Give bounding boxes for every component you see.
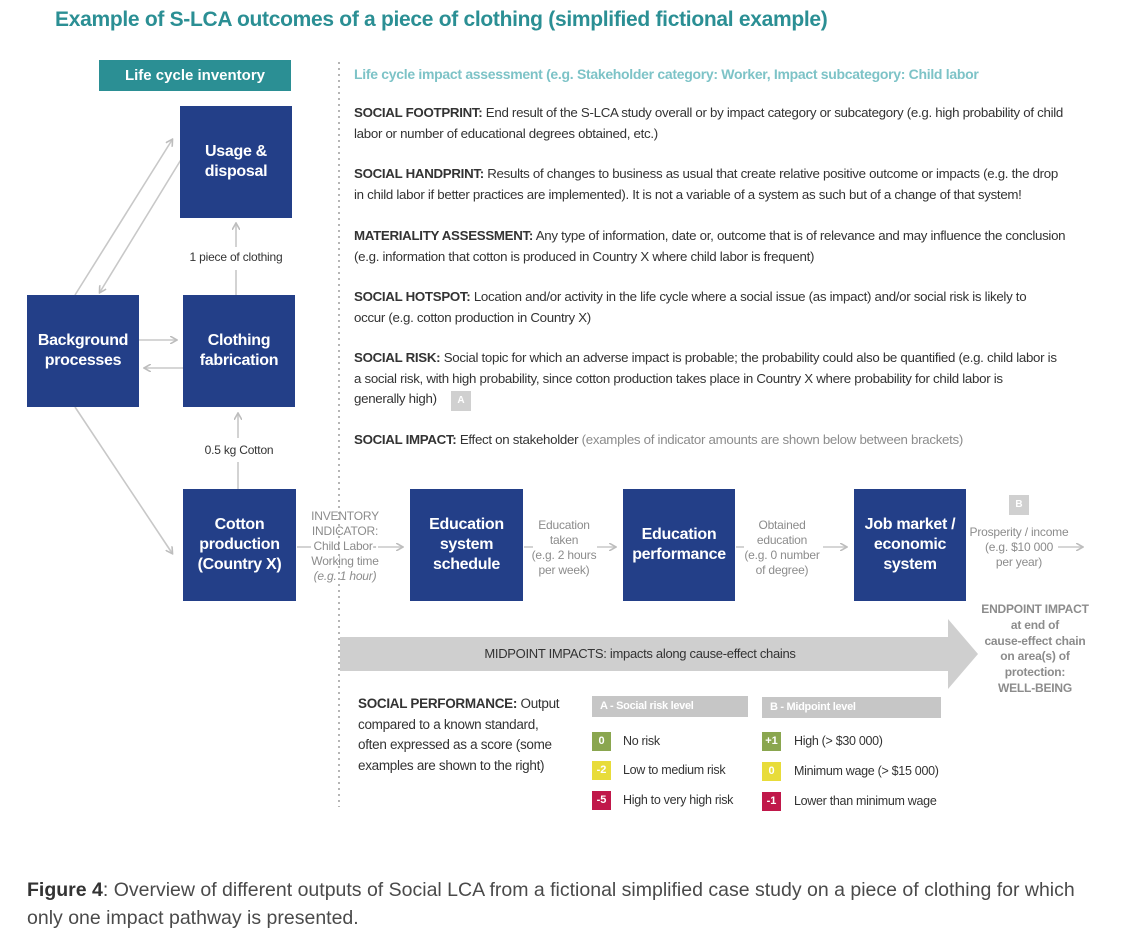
definitions: SOCIAL FOOTPRINT: End result of the S-LC… <box>354 103 1114 144</box>
legend-b-label: Minimum wage (> $15 000) <box>794 764 939 778</box>
badge-a: A <box>451 391 471 411</box>
legend-b-heading: B - Midpoint level <box>762 697 941 718</box>
def-risk-block: SOCIAL RISK: Social topic for which an a… <box>354 348 1114 410</box>
def-hotspot: SOCIAL HOTSPOT: Location and/or activity… <box>354 289 1027 325</box>
legend-b-swatch: 0 <box>762 762 781 781</box>
midpoint-label: MIDPOINT IMPACTS: impacts along cause-ef… <box>484 646 796 661</box>
def-footprint: SOCIAL FOOTPRINT: End result of the S-LC… <box>354 105 1063 141</box>
arrow-bg-to-usage <box>74 140 172 296</box>
legend-a-heading: A - Social risk level <box>592 696 748 717</box>
inventory-label: Life cycle inventory <box>99 60 291 91</box>
legend-a-label: No risk <box>623 734 660 748</box>
midpoint-arrow <box>340 619 978 689</box>
legend-a-label: High to very high risk <box>623 793 734 807</box>
endpoint-impact: ENDPOINT IMPACT at end of cause-effect c… <box>981 602 1089 695</box>
legend-a-swatch: -5 <box>592 791 611 810</box>
legend-b-swatch: +1 <box>762 732 781 751</box>
figure-caption: Figure 4: Overview of different outputs … <box>27 879 1075 929</box>
dotted-separator <box>338 62 340 807</box>
legend-b-swatch: -1 <box>762 792 781 811</box>
social-performance: SOCIAL PERFORMANCE: Output compared to a… <box>358 696 560 773</box>
def-hotspot-block: SOCIAL HOTSPOT: Location and/or activity… <box>354 287 1114 328</box>
label-education-taken: Education taken (e.g. 2 hours per week) <box>531 518 597 577</box>
label-cotton-kg: 0.5 kg Cotton <box>204 443 274 457</box>
box-usage-disposal: Usage &disposal <box>180 106 292 218</box>
def-handprint-block: SOCIAL HANDPRINT: Results of changes to … <box>354 164 1114 205</box>
arrow-bg-to-cotton <box>74 406 172 553</box>
legend-b-label: High (> $30 000) <box>794 734 883 748</box>
arrow-usage-to-bg <box>100 157 183 292</box>
legend-b-label: Lower than minimum wage <box>794 794 937 808</box>
def-materiality: MATERIALITY ASSESSMENT: Any type of info… <box>354 228 1066 264</box>
label-prosperity: Prosperity / income (e.g. $10 000 per ye… <box>969 525 1069 569</box>
def-handprint: SOCIAL HANDPRINT: Results of changes to … <box>354 166 1058 202</box>
figure-title: Example of S-LCA outcomes of a piece of … <box>55 8 828 31</box>
label-obtained-education: Obtained education (e.g. 0 number of deg… <box>744 518 820 577</box>
badge-b: B <box>1009 495 1029 515</box>
label-piece-of-clothing: 1 piece of clothing <box>189 250 283 264</box>
lcia-heading: Life cycle impact assessment (e.g. Stake… <box>354 66 979 82</box>
legend-a-label: Low to medium risk <box>623 763 726 777</box>
def-materiality-block: MATERIALITY ASSESSMENT: Any type of info… <box>354 226 1114 267</box>
label-inventory-indicator: INVENTORY INDICATOR: Child Labor- Workin… <box>311 509 379 583</box>
def-impact-block: SOCIAL IMPACT: Effect on stakeholder (ex… <box>354 430 1114 451</box>
def-impact: SOCIAL IMPACT: Effect on stakeholder (ex… <box>354 432 964 447</box>
legend-a-swatch: -2 <box>592 761 611 780</box>
def-risk: SOCIAL RISK: Social topic for which an a… <box>354 350 1057 406</box>
legend-a-swatch: 0 <box>592 732 611 751</box>
